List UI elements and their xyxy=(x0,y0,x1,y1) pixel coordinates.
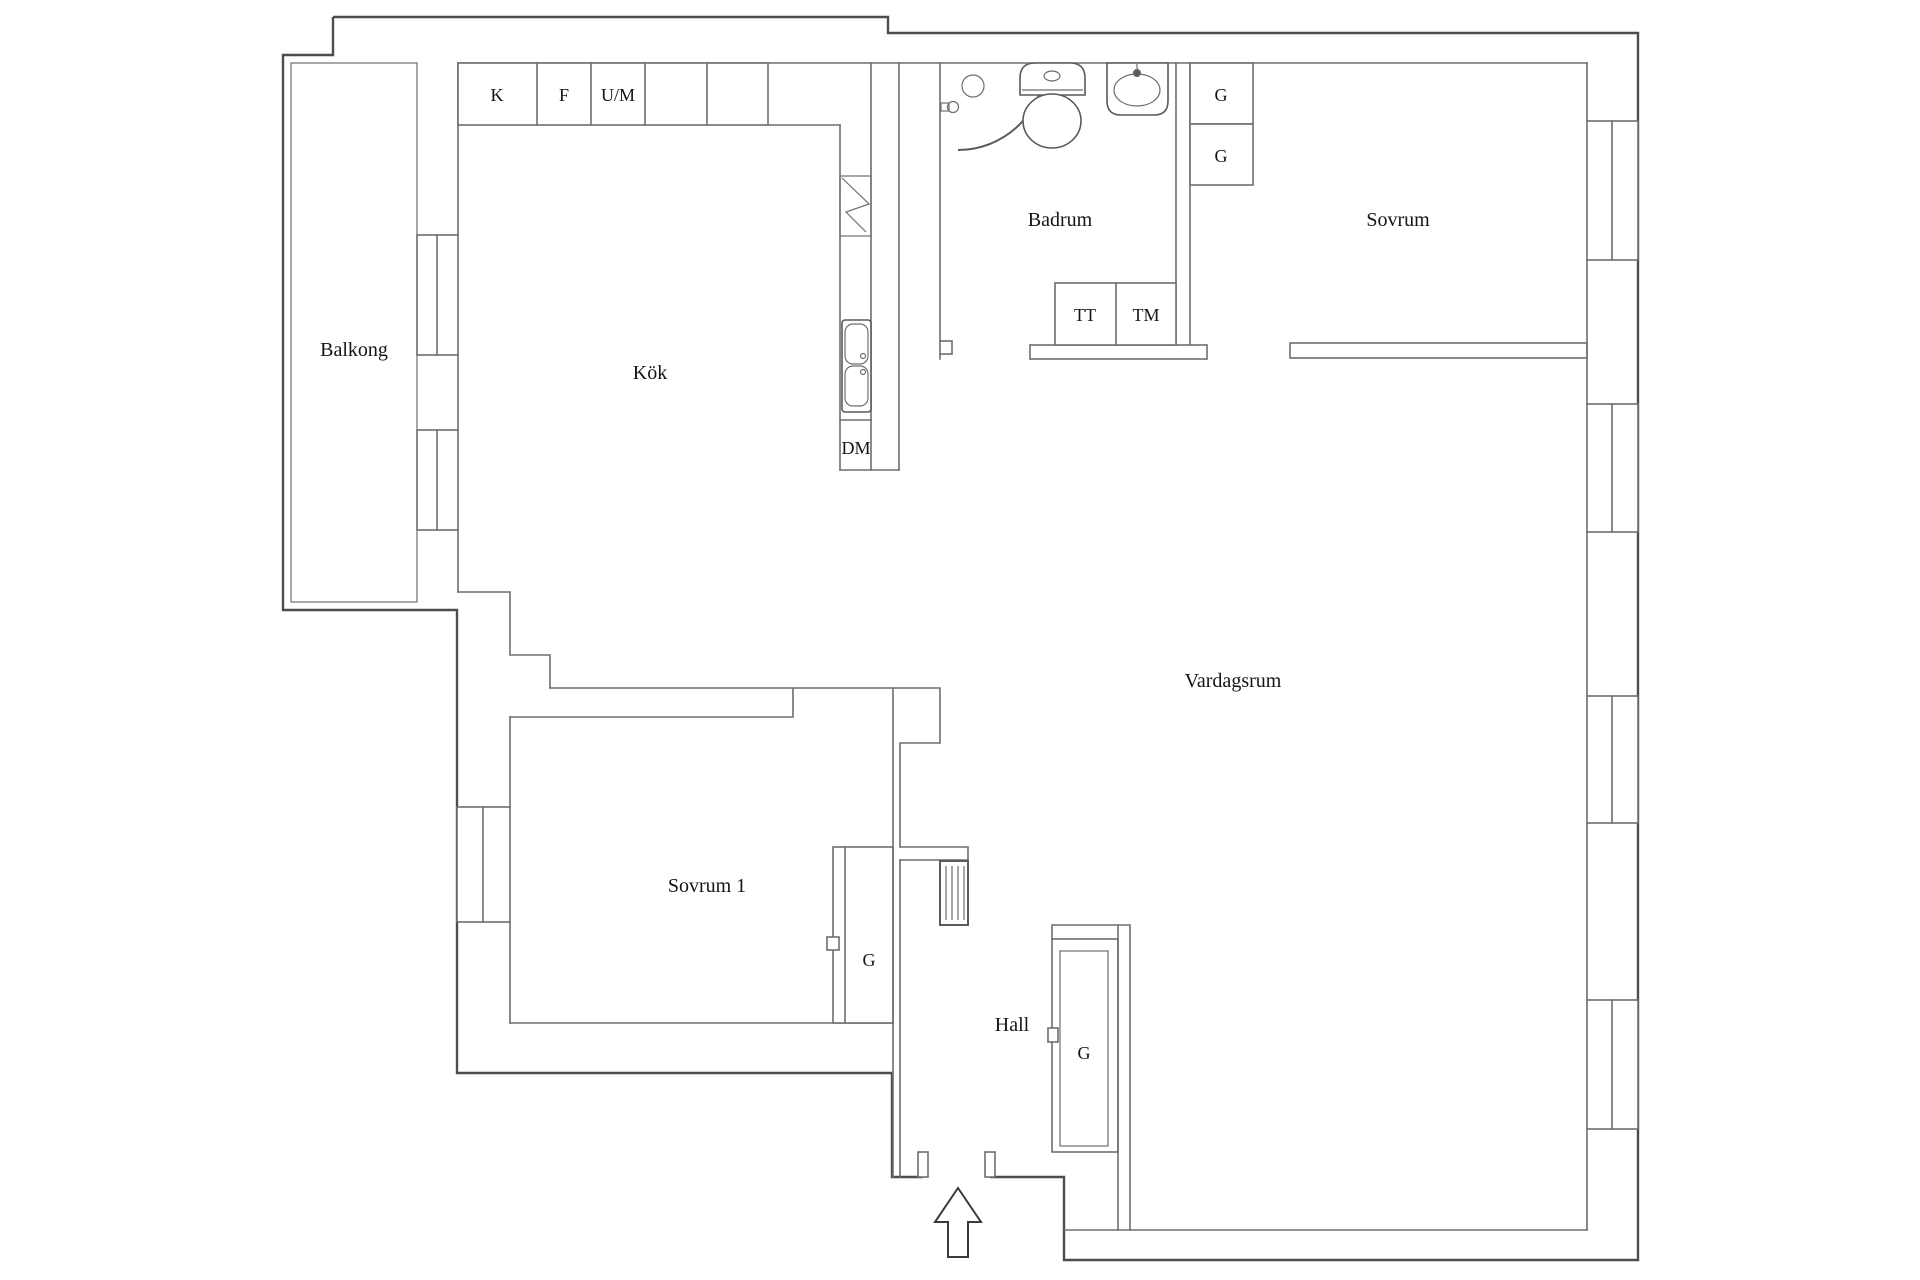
bathroom-area xyxy=(939,62,1208,360)
balcony xyxy=(290,62,418,603)
hall-area xyxy=(892,687,1588,1258)
sovrum-area xyxy=(1189,62,1588,359)
bathroom-right-wall xyxy=(1175,62,1191,346)
room-label-hall: Hall xyxy=(995,1014,1030,1036)
outer-boundary xyxy=(281,15,1640,1262)
balcony-inner-rail xyxy=(290,62,418,603)
entrance-door-jamb-right xyxy=(984,1151,996,1178)
closet-label-hall: G xyxy=(1078,1043,1091,1063)
hall-stub-wall xyxy=(899,846,969,861)
stove-icon xyxy=(839,175,872,237)
sovrum-bottom-wall xyxy=(1289,342,1588,359)
right-wall-windows xyxy=(1586,62,1639,1231)
sovrum1-closet-hinge-notch xyxy=(826,936,840,951)
cabinet-label-k: K xyxy=(491,85,504,105)
kitchen-bottom-step-wall xyxy=(457,591,551,689)
closet-label-sovrum1: G xyxy=(863,950,876,970)
cabinet-label-tt: TT xyxy=(1074,305,1096,325)
kitchen-cabinet-row xyxy=(457,62,769,126)
hall-closet-hinge-notch xyxy=(1047,1027,1059,1043)
entrance-arrow-icon xyxy=(933,1186,983,1258)
sovrum1-closet-box xyxy=(832,846,894,1024)
room-label-sovrum1: Sovrum 1 xyxy=(668,875,746,897)
toilet-icon xyxy=(1019,62,1086,149)
bathroom-wall-notch xyxy=(939,340,953,355)
room-label-kok: Kök xyxy=(633,362,667,384)
kitchen-sink-icon xyxy=(841,319,872,413)
shower-icon xyxy=(940,74,985,114)
closet-label-sovrum-lower: G xyxy=(1215,146,1228,166)
cabinet-label-dm: DM xyxy=(841,438,870,458)
labels: Balkong Kök Badrum Sovrum Vardagsrum Sov… xyxy=(320,85,1430,1063)
room-label-balkong: Balkong xyxy=(320,339,388,361)
kitchen-area xyxy=(457,62,900,689)
entrance-door-jamb-left xyxy=(917,1151,929,1178)
room-label-sovrum: Sovrum xyxy=(1366,209,1430,231)
hall-right-wall xyxy=(1051,924,1131,1231)
bathroom-bottom-wall xyxy=(1029,344,1208,360)
kitchen-counter-cap xyxy=(839,419,900,471)
kitchen-cabinet-dividers xyxy=(536,62,841,126)
closet-label-sovrum-upper: G xyxy=(1215,85,1228,105)
sovrum1-area xyxy=(509,687,894,1024)
hall-closet-box xyxy=(1051,938,1119,1153)
left-wall-openings xyxy=(416,234,511,923)
sovrum-closet-upper-box xyxy=(1189,62,1254,125)
sovrum-closet-lower-box xyxy=(1189,123,1254,186)
hall-closet-inner xyxy=(1059,950,1109,1147)
sink-icon xyxy=(1106,62,1169,116)
cabinet-label-tm: TM xyxy=(1133,305,1160,325)
hall-left-wall xyxy=(892,687,941,1178)
room-label-vardagsrum: Vardagsrum xyxy=(1185,670,1282,692)
radiator-icon xyxy=(939,860,969,926)
room-label-badrum: Badrum xyxy=(1028,209,1093,231)
sovrum1-top-wall xyxy=(509,687,894,718)
cabinet-label-f: F xyxy=(559,85,569,105)
exterior-walls xyxy=(281,15,1640,1262)
cabinet-label-um: U/M xyxy=(601,85,635,105)
